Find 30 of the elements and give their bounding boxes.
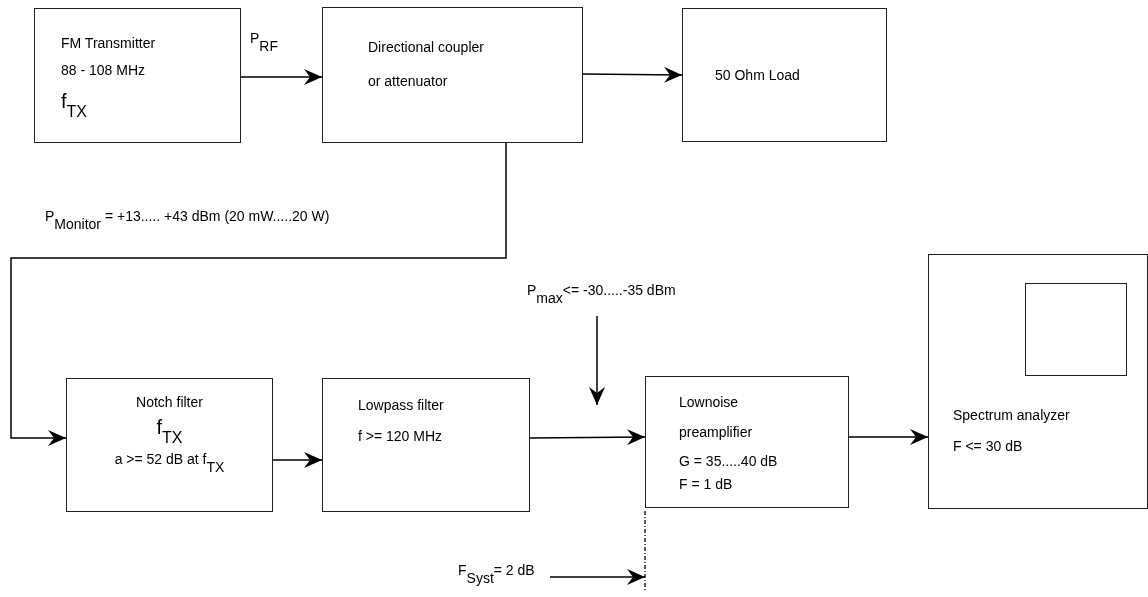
block-box	[66, 378, 273, 512]
arrow	[848, 429, 929, 445]
arrow	[529, 429, 646, 446]
block-box	[682, 8, 887, 142]
block-label: Notch filter	[136, 394, 203, 411]
block-label: 50 Ohm Load	[715, 66, 801, 84]
block-label: G = 35.....40 dB	[679, 453, 779, 470]
screen-box	[1025, 283, 1127, 376]
block-label: F <= 30 dB	[953, 437, 1024, 455]
block-label: f$_{TX}$	[61, 88, 88, 121]
block-label: Directional coupler or attenuator	[368, 38, 485, 91]
block-label: 88 - 108 MHz	[61, 61, 147, 79]
block-box	[322, 378, 530, 512]
block-box	[928, 254, 1148, 509]
block-label: F = 1 dB	[679, 475, 734, 493]
block-label: Lownoise preamplifier	[679, 393, 754, 442]
block-box	[645, 376, 849, 508]
block-box	[322, 7, 583, 143]
block-box	[34, 8, 241, 143]
arrow	[10, 142, 507, 446]
arrow	[272, 452, 323, 468]
arrow	[549, 569, 646, 585]
block-label: f >= 120 MHz	[358, 427, 444, 445]
arrow	[582, 66, 683, 83]
arrow	[589, 315, 605, 406]
block-label: f$_{TX}$	[156, 414, 183, 447]
block-label: Spectrum analyzer	[953, 407, 1071, 424]
block-label: FM Transmitter	[61, 35, 157, 52]
block-label: Lowpass filter	[358, 397, 445, 414]
arrow	[240, 69, 323, 85]
